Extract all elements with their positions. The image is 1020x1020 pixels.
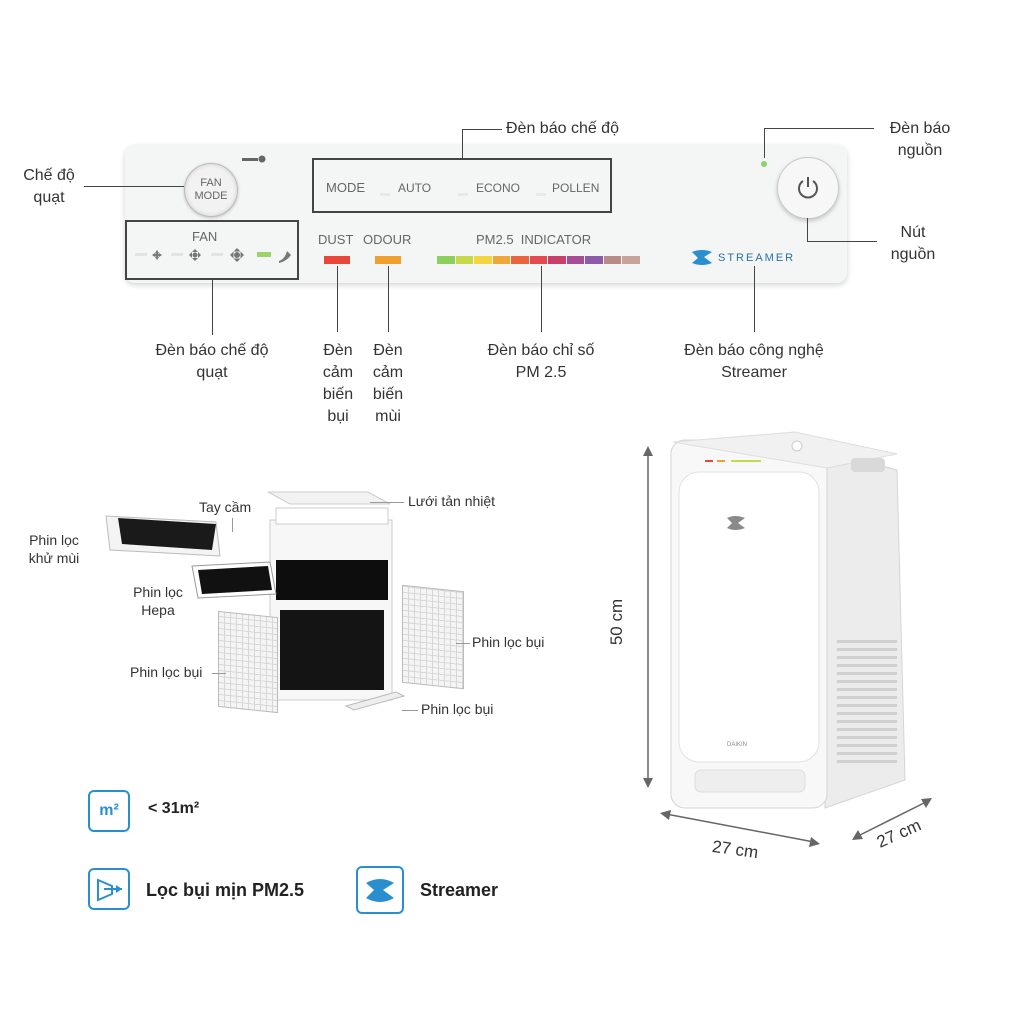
streamer-logo-icon bbox=[690, 248, 716, 268]
dust-led bbox=[324, 256, 350, 264]
mode-label: MODE bbox=[326, 180, 365, 195]
label-dust-filter-bottom: Phin lọc bụi bbox=[421, 701, 494, 717]
pm-bar-segment bbox=[437, 256, 455, 264]
area-icon-text: m² bbox=[99, 802, 119, 819]
callout-mode-indicator: Đèn báo chế độ bbox=[506, 120, 619, 137]
mode-econo-label: ECONO bbox=[476, 181, 521, 195]
label-dust-filter-left: Phin lọc bụi bbox=[130, 664, 203, 680]
power-button[interactable] bbox=[777, 157, 839, 219]
callout-dust-sensor: Đèn cảm biến bụi bbox=[322, 342, 354, 425]
pm-bar-segment bbox=[548, 256, 566, 264]
label-dust-filter-right: Phin lọc bụi bbox=[472, 634, 545, 650]
svg-text:DAIKIN: DAIKIN bbox=[727, 742, 747, 748]
callout-streamer-indicator: Đèn báo công nghệ Streamer bbox=[684, 342, 824, 381]
callout-odour-sensor: Đèn cảm biến mùi bbox=[372, 342, 404, 425]
dust-filter-right-panel bbox=[402, 584, 464, 690]
mode-indicator-box bbox=[312, 158, 612, 213]
fan-high-icon bbox=[230, 248, 244, 262]
fan-mode-bottom-label: MODE bbox=[194, 190, 228, 202]
pm-indicator-bar bbox=[437, 256, 641, 264]
pm-bar-segment bbox=[492, 256, 511, 264]
dust-filter-left-panel bbox=[218, 610, 278, 714]
streamer-feature-icon bbox=[356, 866, 404, 914]
fan-mode-button[interactable]: FAN MODE bbox=[184, 163, 238, 217]
dust-label: DUST bbox=[318, 232, 354, 247]
odour-label: ODOUR bbox=[363, 232, 412, 247]
area-icon: m² bbox=[88, 790, 130, 832]
pm-bar-segment bbox=[603, 256, 622, 264]
odour-led bbox=[375, 256, 401, 264]
streamer-feature-text: Streamer bbox=[420, 880, 499, 900]
height-dimension-line bbox=[638, 446, 658, 788]
power-icon bbox=[798, 177, 818, 199]
label-handle: Tay cầm bbox=[199, 499, 252, 515]
air-purifier-product: DAIKIN bbox=[665, 430, 915, 810]
pm-label: PM2.5 INDICATOR bbox=[476, 232, 592, 247]
fan-turbo-icon bbox=[279, 251, 291, 263]
mode-pollen-label: POLLEN bbox=[552, 181, 600, 195]
label-heat-mesh: Lưới tản nhiệt bbox=[408, 493, 496, 509]
mode-pollen-led bbox=[536, 186, 552, 204]
pm-bar-segment bbox=[585, 256, 603, 264]
callout-fan-mode-indicator: Đèn báo chế độ quạt bbox=[155, 342, 269, 381]
pm-bar-segment bbox=[566, 256, 585, 264]
pm-filter-icon bbox=[88, 868, 130, 910]
fan-speed-leds bbox=[133, 247, 299, 265]
pm-filter-text: Lọc bụi mịn PM2.5 bbox=[146, 880, 305, 900]
callout-fan-speed: Chế độ quạt bbox=[23, 167, 75, 206]
label-deodorizing-filter: Phin lọc khử mùi bbox=[28, 532, 80, 566]
width-dimension-line bbox=[660, 808, 820, 848]
fan-mid-icon bbox=[189, 249, 201, 261]
pm-bar-segment bbox=[474, 256, 492, 264]
fan-low-icon bbox=[152, 250, 162, 260]
fan-indicator-box bbox=[125, 220, 299, 280]
callout-pm-indicator: Đèn báo chỉ số PM 2.5 bbox=[487, 342, 595, 381]
pm-bar-segment bbox=[455, 256, 474, 264]
child-lock-icon bbox=[242, 150, 268, 163]
height-dimension: 50 cm bbox=[607, 598, 627, 646]
depth-dimension-line bbox=[852, 796, 932, 842]
exploded-view bbox=[100, 480, 420, 730]
callout-power-indicator: Đèn báo nguồn bbox=[889, 120, 951, 159]
mode-auto-led bbox=[380, 186, 396, 204]
pm-bar-segment bbox=[511, 256, 529, 264]
fan-turbo-led bbox=[257, 252, 271, 257]
fan-mode-top-label: FAN bbox=[200, 177, 222, 189]
streamer-label: STREAMER bbox=[718, 252, 796, 264]
fan-label: FAN bbox=[192, 229, 218, 244]
power-indicator-led bbox=[761, 161, 767, 167]
callout-power-button: Nút nguồn bbox=[890, 224, 936, 263]
label-hepa-filter: Phin lọc Hepa bbox=[133, 584, 183, 618]
pm-bar-segment bbox=[622, 256, 641, 264]
pm-bar-segment bbox=[529, 256, 548, 264]
mode-auto-label: AUTO bbox=[398, 181, 432, 195]
area-text: < 31m² bbox=[148, 800, 200, 817]
mode-econo-led bbox=[458, 186, 474, 204]
